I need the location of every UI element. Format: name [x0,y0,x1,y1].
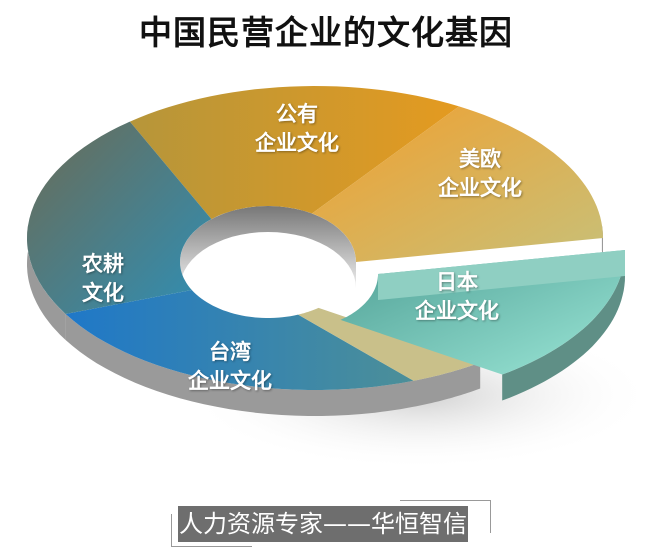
segment-label-meiou: 美欧企业文化 [438,147,522,200]
footer-banner: 人力资源专家——华恒智信 [178,506,468,542]
footer-bracket-left [171,514,252,547]
segment-minor [298,307,481,381]
segment-label-gongyou: 公有企业文化 [255,102,339,155]
segment-label-nonggeng: 农耕文化 [82,252,124,305]
segment-nonggeng [27,121,212,314]
segment-gongyou [129,86,459,220]
page-title: 中国民营企业的文化基因 [139,13,513,52]
segment-label-taiwan: 台湾企业文化 [188,340,272,393]
side-wall-nonggeng [27,224,66,340]
footer-bracket-right [400,500,491,533]
segment-taiwan [65,290,414,390]
side-wall-taiwan [65,314,414,416]
side-wall-minor [413,362,481,407]
side-wall-riben [502,250,625,401]
hole-wall [180,206,356,288]
segment-label-riben: 日本企业文化 [415,270,499,323]
segment-riben-face [378,250,625,300]
segment-meiou [312,106,603,263]
